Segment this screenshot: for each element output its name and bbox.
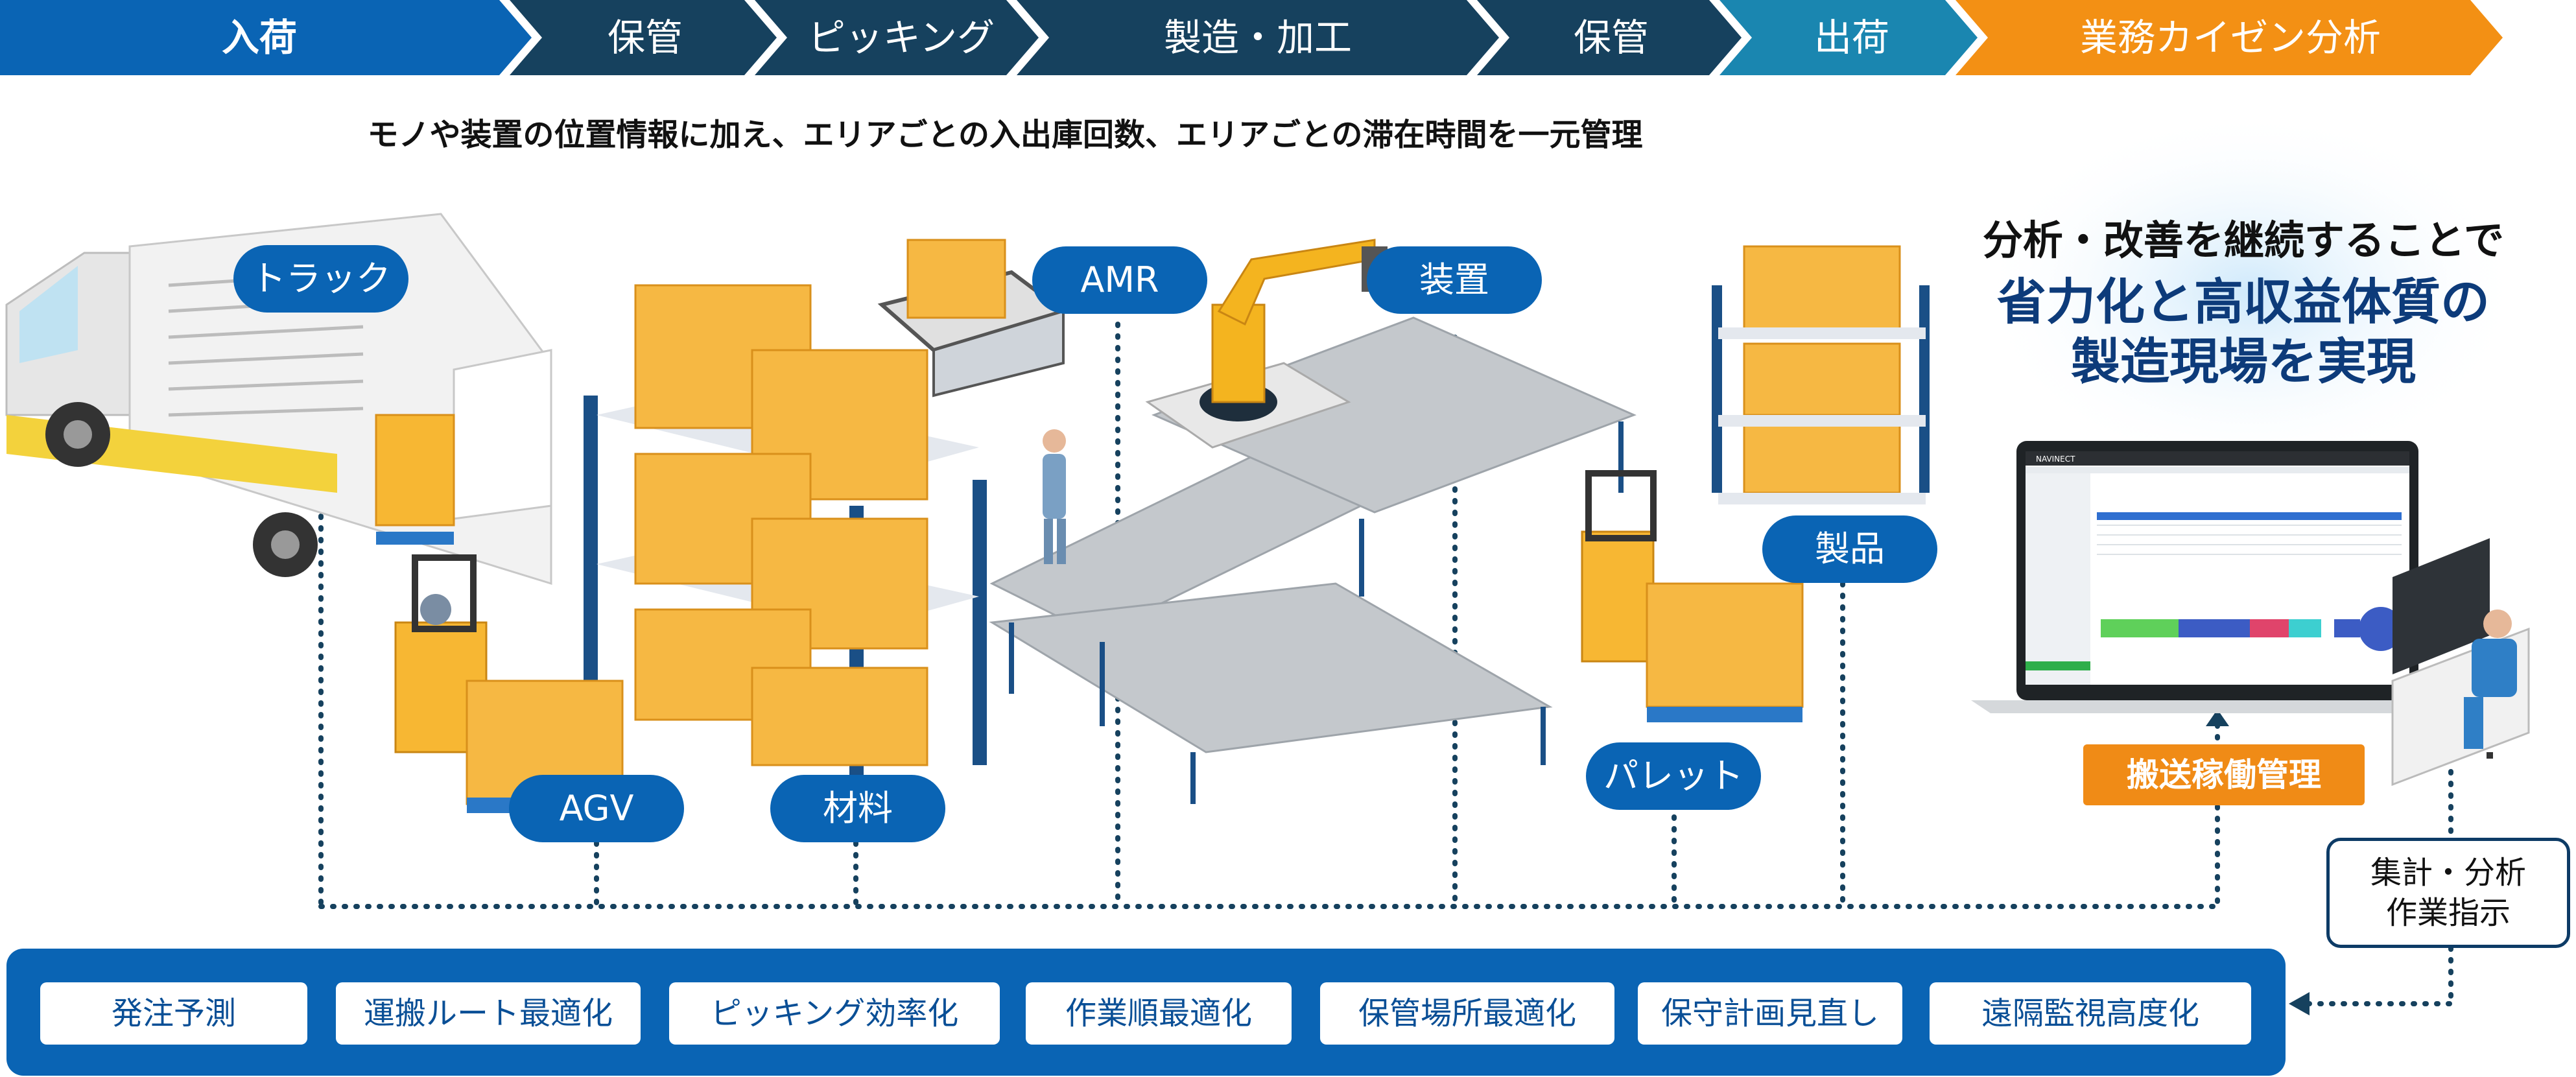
arrow-to-monitor: [2206, 709, 2229, 726]
stage-arrow-2: [510, 0, 777, 75]
worker: [1043, 429, 1066, 564]
pallet-forklift: [1581, 470, 1804, 722]
stage-label-storage-2: 保管: [1573, 16, 1649, 60]
agv-forklift: [394, 554, 624, 813]
opt-remote-monitoring: 遠隔監視高度化: [1930, 982, 2251, 1045]
opt-picking-efficiency: ピッキング効率化: [669, 982, 1000, 1045]
analysis-line-1: 集計・分析: [2370, 855, 2526, 891]
headline-line-2: 省力化と高収益体質の: [1997, 273, 2490, 331]
storage-racks: [584, 284, 987, 778]
opt-transport-route: 運搬ルート最適化: [336, 982, 641, 1045]
truck: [5, 213, 552, 586]
arrow-to-panel: [2289, 992, 2310, 1015]
label-pallet: パレット: [1586, 742, 1761, 810]
label-truck: トラック: [233, 245, 408, 313]
analysis-instruction-box: 集計・分析 作業指示: [2326, 838, 2570, 948]
monitor-brand: NAVINECT: [2036, 455, 2075, 464]
operator-station: [2391, 538, 2530, 787]
stage-arrow-6: [1719, 0, 1978, 75]
stage-arrow-1: [0, 0, 532, 75]
headline-line-1: 分析・改善を継続することで: [1982, 217, 2505, 264]
headline: 分析・改善を継続することで 省力化と高収益体質の 製造現場を実現: [1945, 207, 2542, 392]
stage-label-shipping: 出荷: [1814, 16, 1889, 60]
conveyor-belt: [989, 316, 1637, 753]
stage-arrow-5: [1477, 0, 1742, 75]
product-rack: [1712, 245, 1930, 504]
stage-arrow-7: [1956, 0, 2503, 75]
label-product: 製品: [1762, 515, 1937, 583]
label-agv: AGV: [509, 775, 684, 842]
management-laptop: [1971, 441, 2457, 713]
label-device: 装置: [1367, 246, 1542, 314]
stage-label-storage-1: 保管: [607, 16, 683, 60]
opt-storage-location: 保管場所最適化: [1320, 982, 1614, 1045]
stage-label-manufacturing: 製造・加工: [1163, 16, 1352, 60]
amr-robot: [877, 239, 1068, 397]
process-flow-bar: 入荷 保管 ピッキング 製造・加工 保管 出荷 業務カイゼン分析: [0, 0, 2576, 75]
headline-line-3: 製造現場を実現: [2071, 333, 2416, 390]
stage-arrow-4: [1017, 0, 1499, 75]
opt-order-forecast: 発注予測: [40, 982, 307, 1045]
optimization-panel: 発注予測 運搬ルート最適化 ピッキング効率化 作業順最適化 保管場所最適化 保守…: [6, 949, 2286, 1076]
headline-glow: [1978, 110, 2522, 473]
stage-label-receiving: 入荷: [221, 16, 297, 60]
stage-label-picking: ピッキング: [807, 16, 995, 60]
label-amr: AMR: [1032, 246, 1207, 314]
stage-arrow-3: [755, 0, 1039, 75]
label-material: 材料: [770, 775, 945, 842]
analysis-line-2: 作業指示: [2385, 895, 2511, 931]
opt-maintenance-plan: 保守計画見直し: [1638, 982, 1902, 1045]
stage-label-analysis: 業務カイゼン分析: [2079, 16, 2381, 60]
subtitle: モノや装置の位置情報に加え、エリアごとの入出庫回数、エリアごとの滞在時間を一元管…: [367, 117, 1643, 153]
transport-operation-management-label: 搬送稼働管理: [2083, 744, 2365, 805]
opt-work-order: 作業順最適化: [1026, 982, 1292, 1045]
